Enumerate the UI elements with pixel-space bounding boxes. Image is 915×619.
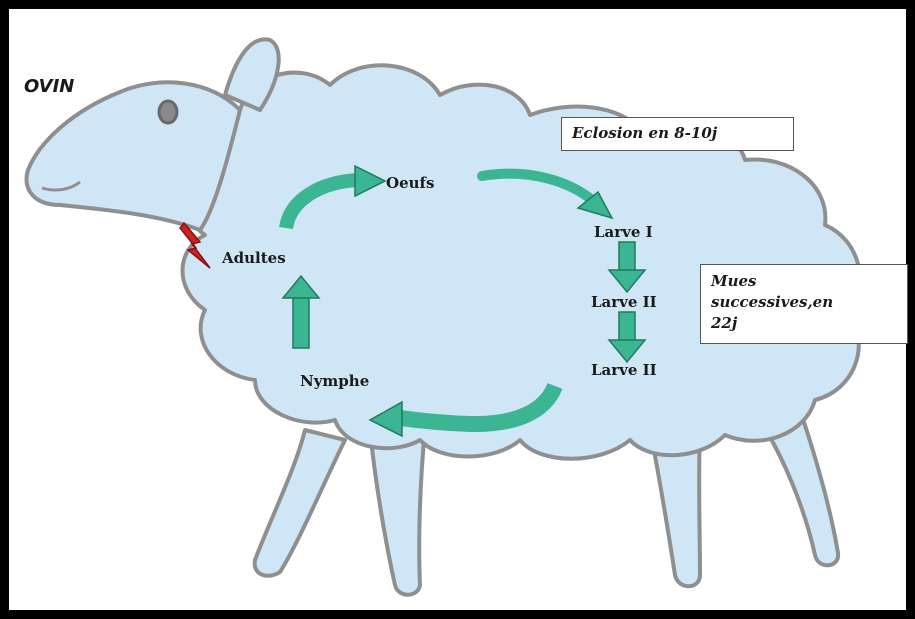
stage-larve-1: Larve I (594, 223, 653, 241)
stage-nymphe: Nymphe (300, 372, 370, 390)
back-leg-right (758, 408, 841, 568)
arrow-adultes-to-oeufs-head (354, 164, 387, 198)
note-mues: Mues successives,en 22j (700, 264, 908, 344)
front-leg-left (252, 428, 347, 578)
arrow-oeufs-to-larve1-head (576, 190, 614, 220)
arrow-oeufs-to-larve1 (477, 168, 597, 205)
bite-mark-icon (179, 221, 211, 269)
arrow-larve2-to-larve2-head (607, 339, 647, 364)
note-mues-line-3: 22j (711, 314, 738, 332)
arrow-nymphe-to-adultes-head (281, 274, 321, 299)
note-mues-line-1: Mues (711, 272, 757, 290)
front-leg-right (368, 428, 427, 597)
wool-outline (180, 63, 863, 461)
animal-label: OVIN (24, 76, 75, 97)
back-leg-left (648, 428, 702, 589)
sheep-head (24, 37, 281, 232)
head-outline (24, 80, 242, 232)
sheep-legs (252, 408, 841, 597)
eye (157, 99, 179, 125)
note-eclosion: Eclosion en 8-10j (561, 117, 794, 151)
arrow-larve2-to-nymphe-head (368, 400, 403, 438)
mouth (41, 180, 81, 192)
arrow-larve2-to-larve2-shaft (618, 311, 636, 343)
arrow-larve2-to-nymphe (398, 382, 563, 433)
ear (223, 37, 281, 112)
stage-larve-2a: Larve II (591, 293, 657, 311)
note-mues-line-2: successives,en (711, 293, 834, 311)
arrow-larve1-to-larve2-shaft (618, 241, 636, 273)
cycle-arrows (279, 164, 647, 438)
arrow-adultes-to-oeufs (279, 173, 359, 230)
arrow-larve1-to-larve2-head (607, 269, 647, 294)
arrow-nymphe-to-adultes-shaft (292, 295, 310, 349)
stage-adultes: Adultes (222, 249, 286, 267)
stage-larve-2b: Larve II (591, 361, 657, 379)
sheep-body (180, 63, 863, 461)
stage-oeufs: Oeufs (386, 174, 435, 192)
